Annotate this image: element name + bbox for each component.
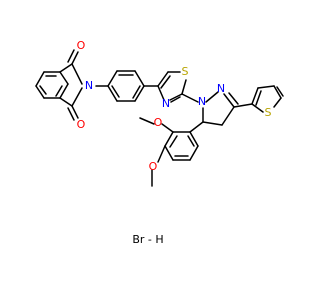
thiazole-bonds (157, 71, 199, 103)
methoxy-oxygen-para-label: O (149, 160, 158, 173)
pyrazoline-bonds (202, 91, 253, 126)
pyrazoline-n1-label: N (198, 95, 206, 108)
imide-nitrogen-label: N (85, 79, 93, 92)
thiazole-sulfur-label: S (182, 65, 189, 78)
thiazole-nitrogen-label: N (162, 97, 170, 110)
oxygen-label-top: O (77, 39, 86, 52)
oxygen-label-bottom: O (77, 118, 86, 131)
phenyl-bonds (95, 70, 159, 102)
thiophene-bonds (251, 85, 284, 113)
methoxy-oxygen-meta-label: O (154, 116, 163, 129)
pyrazoline-n2-label: N (217, 82, 225, 95)
thiophene-sulfur-label: S (265, 106, 272, 119)
molecule-drawing: O O N S N N N S O O Br - H (35, 39, 284, 246)
dimethoxyphenyl-bonds (139, 117, 204, 187)
phthalimide-bonds (35, 49, 83, 121)
hydrobromide-salt-label: Br - H (132, 233, 163, 246)
atom-labels: O O N S N N N S O O (77, 39, 272, 173)
